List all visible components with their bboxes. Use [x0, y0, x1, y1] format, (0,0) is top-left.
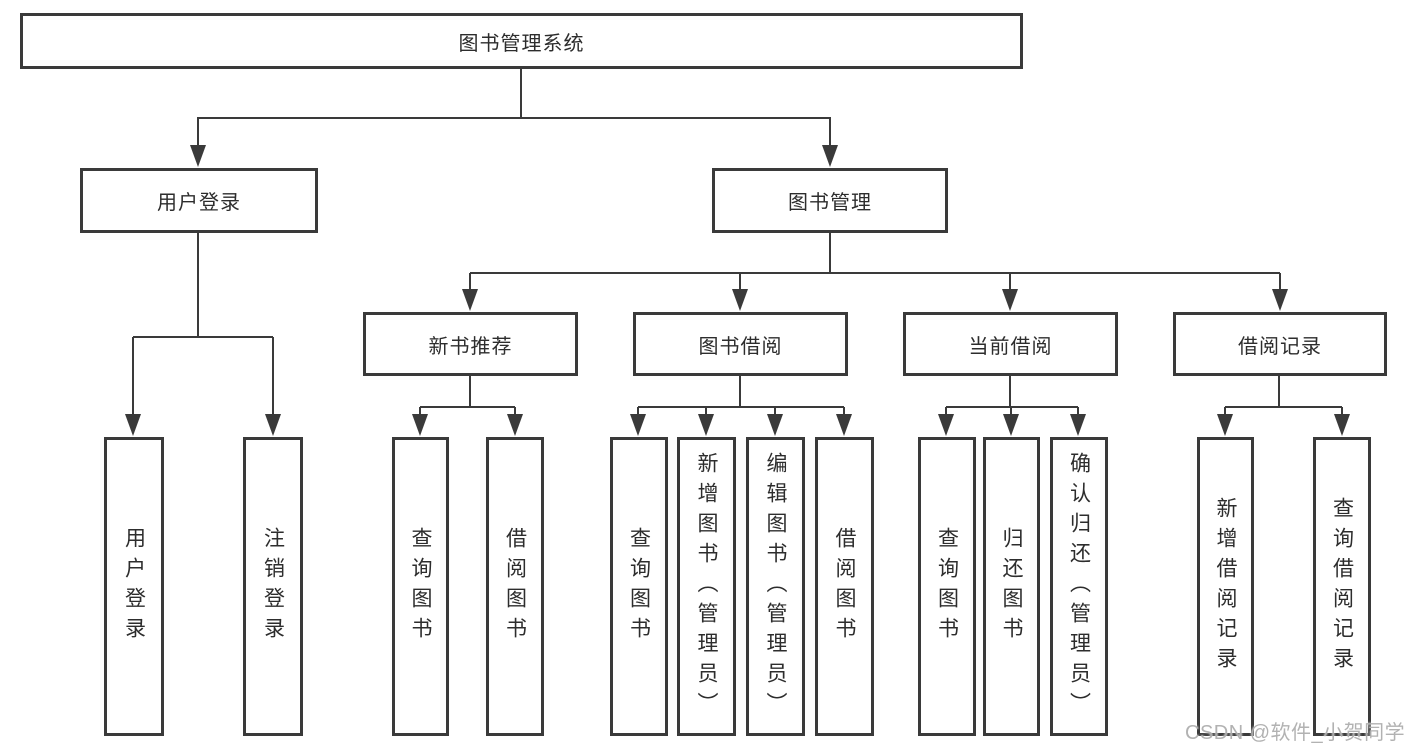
- node-leaf-user-login: 用户登录: [104, 437, 164, 736]
- node-leaf-borrow-query: 查询图书: [610, 437, 668, 736]
- arrow-down-icon: [822, 145, 838, 167]
- edge-bookborrow-to-leaves: [637, 375, 845, 419]
- node-root: 图书管理系统: [20, 13, 1023, 69]
- node-new-book-recommend-label: 新书推荐: [428, 335, 513, 358]
- node-leaf-record-add-label: 新增借阅记录: [1214, 496, 1237, 677]
- arrow-down-icon: [1272, 289, 1288, 311]
- node-user-login: 用户登录: [80, 168, 318, 233]
- node-root-label: 图书管理系统: [458, 32, 585, 55]
- node-leaf-current-confirm-admin-label: 确认归还（管理员）: [1067, 451, 1091, 722]
- node-book-management-label: 图书管理: [788, 192, 872, 214]
- arrow-down-icon: [1002, 289, 1018, 311]
- node-leaf-borrow-query-label: 查询图书: [627, 526, 651, 647]
- node-leaf-logout: 注销登录: [243, 437, 303, 736]
- edge-records-to-leaves: [1224, 375, 1343, 419]
- node-leaf-borrow-add-admin-label: 新增图书（管理员）: [695, 451, 718, 722]
- arrow-down-icon: [412, 414, 428, 436]
- edge-bookmgmt-to-modules: [469, 232, 1281, 294]
- node-current-borrow-label: 当前借阅: [968, 335, 1053, 358]
- arrow-down-icon: [190, 145, 206, 167]
- edge-currentborrow-to-leaves: [945, 375, 1079, 419]
- node-leaf-current-confirm-admin: 确认归还（管理员）: [1050, 437, 1108, 736]
- node-leaf-borrow-borrow-label: 借阅图书: [833, 526, 856, 647]
- edge-root-to-branches: [197, 68, 831, 150]
- node-user-login-label: 用户登录: [157, 192, 241, 214]
- arrow-down-icon: [698, 414, 714, 436]
- node-current-borrow: 当前借阅: [903, 312, 1118, 376]
- edge-userlogin-to-leaves: [132, 232, 274, 419]
- arrow-down-icon: [938, 414, 954, 436]
- node-leaf-newbook-query-label: 查询图书: [409, 526, 432, 647]
- node-borrow-record: 借阅记录: [1173, 312, 1387, 376]
- node-leaf-record-query: 查询借阅记录: [1313, 437, 1371, 736]
- arrow-down-icon: [732, 289, 748, 311]
- edge-newbook-to-leaves: [419, 375, 516, 419]
- node-leaf-current-query: 查询图书: [918, 437, 976, 736]
- node-leaf-record-query-label: 查询借阅记录: [1330, 496, 1354, 677]
- csdn-watermark: CSDN @软件_小贺同学: [1185, 722, 1405, 744]
- arrow-down-icon: [1334, 414, 1350, 436]
- node-leaf-newbook-borrow-label: 借阅图书: [503, 526, 527, 647]
- node-leaf-current-return-label: 归还图书: [1000, 526, 1023, 647]
- arrow-down-icon: [462, 289, 478, 311]
- node-new-book-recommend: 新书推荐: [363, 312, 578, 376]
- arrow-down-icon: [1003, 414, 1019, 436]
- arrow-down-icon: [836, 414, 852, 436]
- node-leaf-current-query-label: 查询图书: [935, 526, 959, 647]
- arrow-down-icon: [125, 414, 141, 436]
- node-book-borrow: 图书借阅: [633, 312, 848, 376]
- node-leaf-record-add: 新增借阅记录: [1197, 437, 1254, 736]
- arrow-down-icon: [507, 414, 523, 436]
- node-leaf-borrow-add-admin: 新增图书（管理员）: [677, 437, 736, 736]
- node-book-management: 图书管理: [712, 168, 948, 233]
- node-borrow-record-label: 借阅记录: [1238, 335, 1322, 358]
- arrow-down-icon: [630, 414, 646, 436]
- arrow-down-icon: [1070, 414, 1086, 436]
- node-leaf-logout-label: 注销登录: [261, 526, 285, 647]
- node-leaf-user-login-label: 用户登录: [122, 526, 146, 647]
- node-leaf-borrow-borrow: 借阅图书: [815, 437, 874, 736]
- node-leaf-newbook-query: 查询图书: [392, 437, 449, 736]
- node-leaf-current-return: 归还图书: [983, 437, 1040, 736]
- node-leaf-borrow-edit-admin: 编辑图书（管理员）: [746, 437, 805, 736]
- node-leaf-newbook-borrow: 借阅图书: [486, 437, 544, 736]
- arrow-down-icon: [767, 414, 783, 436]
- node-book-borrow-label: 图书借阅: [698, 335, 783, 358]
- arrow-down-icon: [265, 414, 281, 436]
- node-leaf-borrow-edit-admin-label: 编辑图书（管理员）: [764, 451, 787, 722]
- arrow-down-icon: [1217, 414, 1233, 436]
